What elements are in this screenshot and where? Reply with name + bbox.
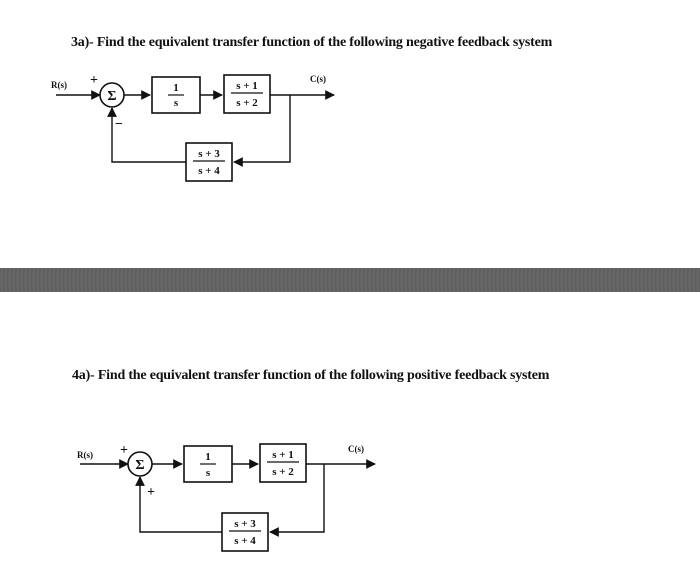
block-forward-den: s + 2 <box>272 466 294 478</box>
problem-3a-title: 3a)- Find the equivalent transfer functi… <box>71 35 553 50</box>
block-diagram-negative-feedback: Σ + − R(s) C(s) 1 s s + 1 s + 2 s + 3 s … <box>51 73 335 182</box>
block-integrator-num: 1 <box>173 82 179 94</box>
block-forward-num: s + 1 <box>272 449 294 461</box>
block-forward-num: s + 1 <box>236 80 258 92</box>
block-forward <box>259 443 307 483</box>
feedback-return-line <box>107 107 186 163</box>
summing-symbol: Σ <box>107 89 116 104</box>
sum-sign-input: + <box>120 443 128 458</box>
block-feedback-num: s + 3 <box>234 518 256 530</box>
output-label: C(s) <box>348 444 364 454</box>
input-label: R(s) <box>51 80 67 90</box>
summing-junction <box>127 451 153 477</box>
block-feedback-den: s + 4 <box>198 165 220 177</box>
block-forward <box>223 74 271 114</box>
sum-sign-feedback: + <box>147 485 155 500</box>
block-feedback <box>185 142 233 182</box>
section-divider <box>0 268 700 292</box>
summing-junction <box>99 82 125 108</box>
output-label: C(s) <box>310 74 326 84</box>
block-feedback-num: s + 3 <box>198 148 220 160</box>
problem-4a-title: 4a)- Find the equivalent transfer functi… <box>72 368 550 383</box>
block-integrator-den: s <box>174 97 179 109</box>
block-feedback-den: s + 4 <box>234 535 256 547</box>
block-integrator-num: 1 <box>205 451 211 463</box>
sum-sign-feedback: − <box>115 117 123 132</box>
sum-sign-input: + <box>90 73 98 88</box>
input-label: R(s) <box>77 450 93 460</box>
feedback-takeoff-line <box>269 464 325 537</box>
feedback-return-line <box>135 476 222 533</box>
feedback-takeoff-line <box>233 95 291 167</box>
summing-symbol: Σ <box>135 458 144 473</box>
block-integrator-den: s <box>206 467 211 479</box>
block-forward-den: s + 2 <box>236 97 258 109</box>
block-feedback <box>221 512 269 552</box>
